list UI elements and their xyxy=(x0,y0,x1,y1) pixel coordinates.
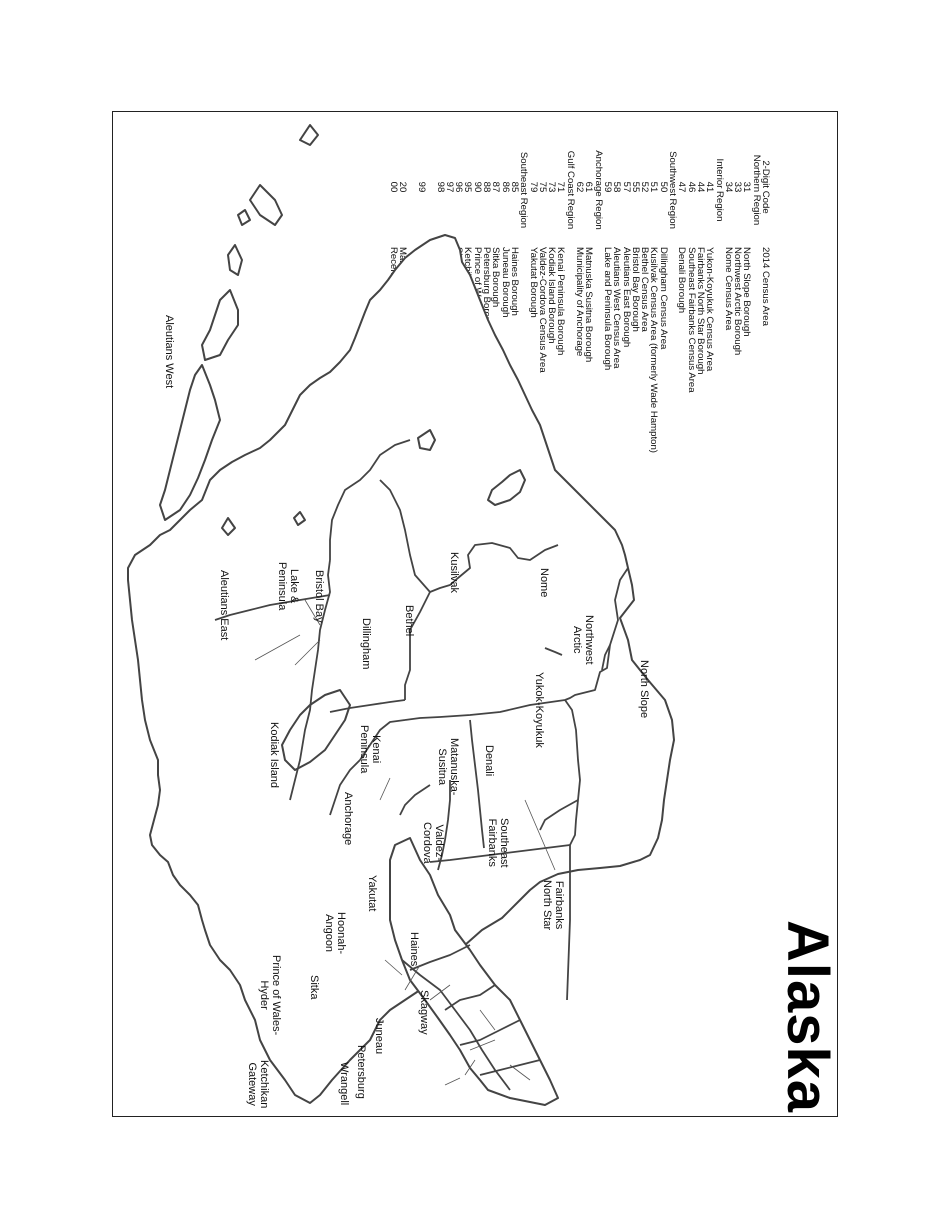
label-yakutat: Yakutat xyxy=(366,875,378,912)
mainland-outline xyxy=(127,234,675,1104)
label-line: Peninsula xyxy=(276,562,288,611)
label-juneau: Juneau xyxy=(373,1018,385,1055)
label-line: Gateway xyxy=(246,1062,258,1106)
label-line: Fairbanks xyxy=(486,818,498,867)
label-line: Kenai xyxy=(370,735,382,764)
label-line: Peninsula xyxy=(358,725,370,774)
label-skagway: Skagway xyxy=(418,990,430,1035)
label-line: Matanuska- xyxy=(448,738,460,796)
label-sitka: Sitka xyxy=(308,975,320,1000)
label-hoonah-angoon: Hoonah-Angoon xyxy=(323,912,347,954)
label-valdez-cordova: Valdez-Cordova xyxy=(421,822,445,864)
label-petersburg: Petersburg xyxy=(355,1045,367,1099)
label-line: Angoon xyxy=(323,914,335,953)
label-north-slope: North Slope xyxy=(638,660,650,719)
label-matanuska-susitna: Matanuska-Susitna xyxy=(436,738,460,795)
label-lake-peninsula: Lake &Peninsula xyxy=(276,562,300,610)
label-yukon-koyukuk: Yukok-Koyukuk xyxy=(533,672,545,748)
southeast-panhandle xyxy=(389,837,559,1106)
aleutian-chain xyxy=(299,124,319,146)
label-line: Ketchikan xyxy=(258,1060,270,1109)
label-dillingham: Dillingham xyxy=(360,618,372,670)
label-prince-of-wales-hyder: Prince of Wales-Hyder xyxy=(258,955,282,1035)
label-haines: Haines xyxy=(408,932,420,967)
label-line: Fairbanks xyxy=(553,880,565,930)
label-line: Hyder xyxy=(258,980,270,1010)
label-bethel: Bethel xyxy=(403,605,415,637)
label-line: Hoonah- xyxy=(335,912,347,955)
label-line: Southeast xyxy=(498,818,510,868)
nunivak-island xyxy=(417,429,436,451)
st-lawrence-island xyxy=(487,469,526,506)
label-line: Prince of Wales- xyxy=(270,955,282,1036)
label-nome: Nome xyxy=(538,568,550,598)
label-bristol-bay: Bristol Bay xyxy=(313,570,325,623)
label-wrangell: Wrangell xyxy=(338,1062,350,1106)
label-line: Susitna xyxy=(436,748,448,786)
label-denali: Denali xyxy=(483,745,495,777)
label-kusilvak: Kusilvak xyxy=(448,552,460,593)
label-line: Northwest xyxy=(583,615,595,665)
label-aleutians-east: Aleutians East xyxy=(218,570,230,641)
label-kodiak-island: Kodiak Island xyxy=(268,722,280,789)
label-anchorage: Anchorage xyxy=(342,792,354,846)
label-line: North Star xyxy=(541,880,553,931)
label-aleutians-west: Aleutians West xyxy=(163,315,175,389)
label-line: Cordova xyxy=(421,822,433,864)
label-line: Arctic xyxy=(571,626,583,654)
label-line: Lake & xyxy=(288,569,300,604)
label-line: Valdez- xyxy=(433,824,445,862)
kodiak-island xyxy=(281,689,351,771)
